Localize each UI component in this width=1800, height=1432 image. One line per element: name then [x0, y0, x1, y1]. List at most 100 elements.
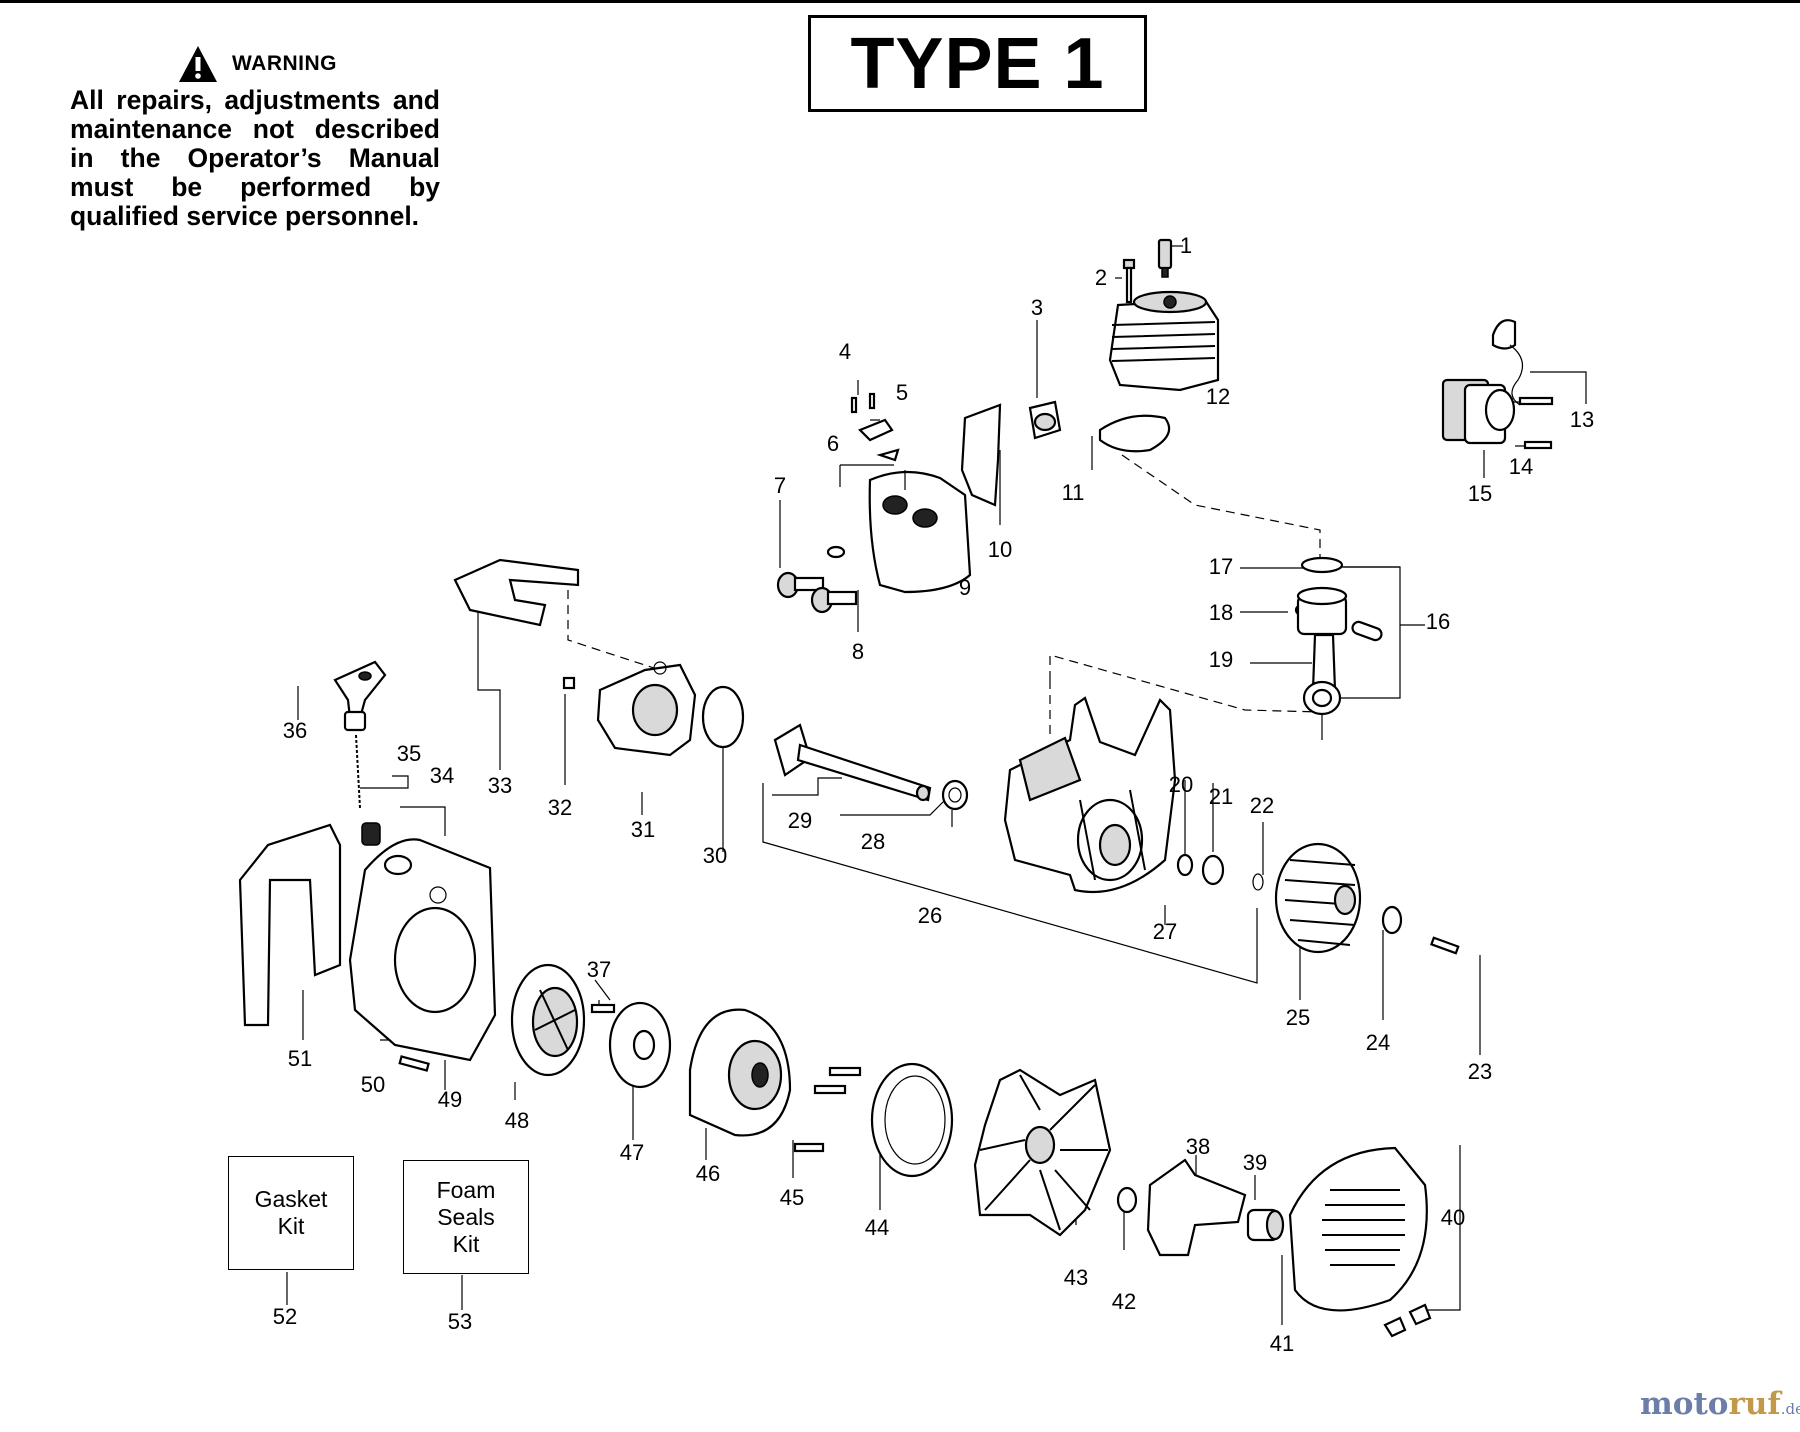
- callout-36: 36: [282, 718, 308, 743]
- part-ignition-module: [1441, 319, 1524, 445]
- part-crankcase: [1003, 696, 1177, 894]
- part-ring-44: [870, 1062, 954, 1178]
- part-nut-24: [1381, 905, 1403, 935]
- part-washer-47: [608, 1001, 672, 1089]
- callout-33: 33: [487, 773, 513, 798]
- part-cylinder-bolt: [1122, 258, 1136, 304]
- part-flywheel: [1274, 842, 1362, 954]
- callout-45: 45: [779, 1185, 805, 1210]
- callout-4: 4: [838, 339, 852, 364]
- foam-seals-kit-box: Foam Seals Kit: [403, 1160, 529, 1274]
- callout-14: 14: [1508, 454, 1534, 479]
- part-seal-20: [1176, 853, 1194, 877]
- callout-9: 9: [958, 575, 972, 600]
- callout-22: 22: [1249, 793, 1275, 818]
- callout-32: 32: [547, 795, 573, 820]
- watermark-part-c: .de: [1780, 1400, 1800, 1418]
- callout-1: 1: [1179, 233, 1193, 258]
- part-foam-51: [238, 823, 342, 1027]
- callout-20: 20: [1168, 772, 1194, 797]
- foam-kit-line-2: Seals: [437, 1203, 495, 1230]
- top-rule: [0, 0, 1800, 3]
- callout-16: 16: [1425, 609, 1451, 634]
- part-starter-housing: [348, 838, 497, 1062]
- callout-26: 26: [917, 903, 943, 928]
- part-screws-45: [793, 1066, 862, 1153]
- part-blower-cover: [1288, 1146, 1428, 1312]
- callout-8: 8: [851, 639, 865, 664]
- callout-3: 3: [1030, 295, 1044, 320]
- callout-18: 18: [1208, 600, 1234, 625]
- warning-heading: WARNING: [232, 52, 337, 75]
- callout-41: 41: [1269, 1331, 1295, 1356]
- part-starter-handle: [333, 660, 387, 732]
- callout-51: 51: [287, 1046, 313, 1071]
- callout-2: 2: [1094, 265, 1108, 290]
- type-title: TYPE 1: [808, 15, 1147, 112]
- warning-triangle-icon: [179, 46, 217, 82]
- callout-39: 39: [1242, 1150, 1268, 1175]
- warning-text: All repairs, adjustments and maintenance…: [70, 85, 440, 231]
- part-cylinder-gasket: [1098, 414, 1171, 453]
- callout-47: 47: [619, 1140, 645, 1165]
- watermark-part-b: ruf: [1728, 1386, 1781, 1422]
- callout-24: 24: [1365, 1030, 1391, 1055]
- part-o-ring: [701, 685, 745, 749]
- part-pin-23: [1430, 936, 1460, 955]
- part-fuel-tank: [596, 661, 697, 757]
- gasket-kit-line-2: Kit: [277, 1213, 305, 1239]
- watermark-logo: motoruf.de: [1640, 1386, 1800, 1422]
- callout-34: 34: [429, 763, 455, 788]
- callout-17: 17: [1208, 554, 1234, 579]
- callout-19: 19: [1208, 647, 1234, 672]
- part-nut-42: [1116, 1186, 1138, 1214]
- part-foam-33: [453, 558, 580, 627]
- part-fan-housing: [688, 1008, 792, 1137]
- part-rope-guide-34: [361, 822, 381, 846]
- callout-53: 53: [447, 1309, 473, 1334]
- callout-15: 15: [1467, 481, 1493, 506]
- part-spark-plug: [1157, 238, 1173, 278]
- callout-49: 49: [437, 1087, 463, 1112]
- callout-10: 10: [987, 537, 1013, 562]
- callout-42: 42: [1111, 1289, 1137, 1314]
- callout-29: 29: [787, 808, 813, 833]
- warning-header: WARNING: [178, 44, 440, 84]
- callout-7: 7: [773, 473, 787, 498]
- foam-kit-line-3: Kit: [452, 1230, 480, 1257]
- callout-28: 28: [860, 829, 886, 854]
- callout-35: 35: [396, 741, 422, 766]
- callout-44: 44: [864, 1215, 890, 1240]
- gasket-kit-line-1: Gasket: [254, 1186, 328, 1212]
- callout-40: 40: [1440, 1205, 1466, 1230]
- callout-37: 37: [586, 957, 612, 982]
- part-clip-22: [1252, 873, 1264, 891]
- leader-lines: [286, 245, 1587, 1325]
- callout-52: 52: [272, 1304, 298, 1329]
- gasket-kit-box: Gasket Kit: [228, 1156, 354, 1270]
- callout-12: 12: [1205, 384, 1231, 409]
- callout-31: 31: [630, 817, 656, 842]
- part-ignition-screws: [1518, 396, 1554, 450]
- part-plate-38: [1146, 1158, 1247, 1257]
- callout-50: 50: [360, 1072, 386, 1097]
- part-muffler: [868, 470, 972, 594]
- part-piston-assembly: [1294, 556, 1383, 716]
- part-muffler-bolts: [776, 545, 858, 614]
- part-screw-32: [562, 676, 576, 690]
- part-starter-pulley: [510, 963, 586, 1077]
- part-clips-40: [1383, 1303, 1432, 1338]
- watermark-part-a: moto: [1640, 1386, 1729, 1422]
- part-starter-rope: [355, 734, 361, 809]
- callout-38: 38: [1185, 1134, 1211, 1159]
- warning-block: WARNING All repairs, adjustments and mai…: [70, 44, 440, 231]
- callout-23: 23: [1467, 1059, 1493, 1084]
- callout-21: 21: [1208, 784, 1234, 809]
- part-impeller: [973, 1068, 1112, 1237]
- part-cylinder: [1108, 290, 1220, 392]
- callout-46: 46: [695, 1161, 721, 1186]
- part-spacer-39: [1246, 1208, 1285, 1242]
- part-screw-50: [398, 1055, 430, 1072]
- callout-25: 25: [1285, 1005, 1311, 1030]
